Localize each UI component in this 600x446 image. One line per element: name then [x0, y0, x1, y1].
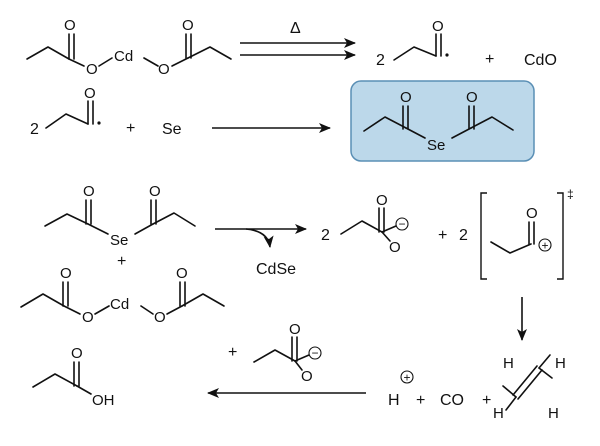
- reaction-arrow-1: Δ: [240, 20, 356, 60]
- atom-o: O: [82, 309, 94, 326]
- plus-sign: +: [482, 392, 491, 409]
- atom-cd: Cd: [114, 48, 133, 65]
- positive-charge-icon: [538, 238, 552, 252]
- negative-charge-icon: [308, 346, 322, 360]
- atom-o: O: [86, 61, 98, 78]
- cadmium-propionate-2: O Cd O O O: [20, 265, 225, 326]
- atom-o: O: [158, 61, 170, 78]
- coefficient: 2: [321, 227, 330, 244]
- radical-dot: [445, 53, 449, 57]
- atom-o: O: [154, 309, 166, 326]
- hydroxyl-group: OH: [92, 392, 115, 409]
- atom-o: O: [466, 89, 478, 106]
- atom-o: O: [376, 192, 388, 209]
- propionate-anion-1: O O −: [340, 192, 409, 256]
- carbon-monoxide: CO: [440, 392, 464, 409]
- atom-h: H: [548, 405, 559, 422]
- diacyl-selenide-product: O O Se: [363, 89, 514, 154]
- reaction-4: H + + CO + H H H H + O O −: [32, 321, 566, 422]
- positive-charge-icon: [400, 370, 414, 384]
- atom-cd: Cd: [110, 296, 129, 313]
- ethylene: H H H H: [493, 354, 566, 422]
- charge-sign: +: [542, 239, 549, 253]
- heat-label: Δ: [290, 20, 301, 37]
- atom-o: O: [176, 265, 188, 282]
- atom-o: O: [84, 85, 96, 102]
- plus-sign: +: [117, 253, 126, 270]
- atom-h: H: [555, 355, 566, 372]
- coefficient: 2: [459, 227, 468, 244]
- atom-h: H: [493, 405, 504, 422]
- atom-o: O: [60, 265, 72, 282]
- atom-o: O: [301, 368, 313, 385]
- atom-se: Se: [110, 232, 128, 249]
- cadmium-oxide: CdO: [524, 52, 557, 69]
- acylium-transition-state: ‡ O +: [480, 187, 574, 280]
- charge-sign: −: [399, 217, 406, 231]
- transition-state-symbol: ‡: [567, 187, 574, 201]
- charge-sign: −: [312, 346, 319, 360]
- atom-h: H: [503, 355, 514, 372]
- coefficient: 2: [376, 52, 385, 69]
- atom-o: O: [400, 89, 412, 106]
- plus-sign: +: [485, 51, 494, 68]
- proton: H: [388, 392, 400, 409]
- atom-se: Se: [427, 137, 445, 154]
- highlighted-product-box: [350, 80, 535, 162]
- acyl-radical-2: O: [45, 85, 101, 129]
- charge-sign: +: [404, 371, 411, 385]
- selenium: Se: [162, 121, 182, 138]
- propionate-anion-2: O O −: [253, 321, 322, 385]
- cdse-byproduct: CdSe: [256, 261, 296, 278]
- diacyl-selenide-reactant: O Se O: [44, 183, 196, 249]
- atom-o: O: [289, 321, 301, 338]
- acyl-radical-1: O: [393, 18, 449, 61]
- decomposition-products: H + + CO +: [388, 370, 491, 409]
- atom-o: O: [64, 17, 76, 34]
- propionic-acid: O OH: [32, 345, 115, 409]
- plus-sign: +: [228, 344, 237, 361]
- plus-sign: +: [438, 227, 447, 244]
- plus-sign: +: [126, 120, 135, 137]
- atom-o: O: [83, 183, 95, 200]
- radical-dot: [97, 121, 101, 125]
- atom-o: O: [182, 17, 194, 34]
- plus-sign: +: [416, 392, 425, 409]
- atom-o: O: [526, 205, 538, 222]
- reaction-3: O Se O + O Cd O O O CdSe 2: [20, 183, 574, 341]
- reaction-2: 2 O + Se O O Se: [30, 80, 535, 162]
- atom-o: O: [71, 345, 83, 362]
- atom-o: O: [389, 239, 401, 256]
- atom-o: O: [432, 18, 444, 35]
- atom-o: O: [149, 183, 161, 200]
- cadmium-propionate-1: O Cd O O O: [26, 17, 232, 78]
- negative-charge-icon: [395, 217, 409, 231]
- coefficient: 2: [30, 121, 39, 138]
- reaction-1: O Cd O O O Δ 2 O + CdO: [26, 17, 557, 78]
- reaction-arrow-3: CdSe: [215, 224, 307, 278]
